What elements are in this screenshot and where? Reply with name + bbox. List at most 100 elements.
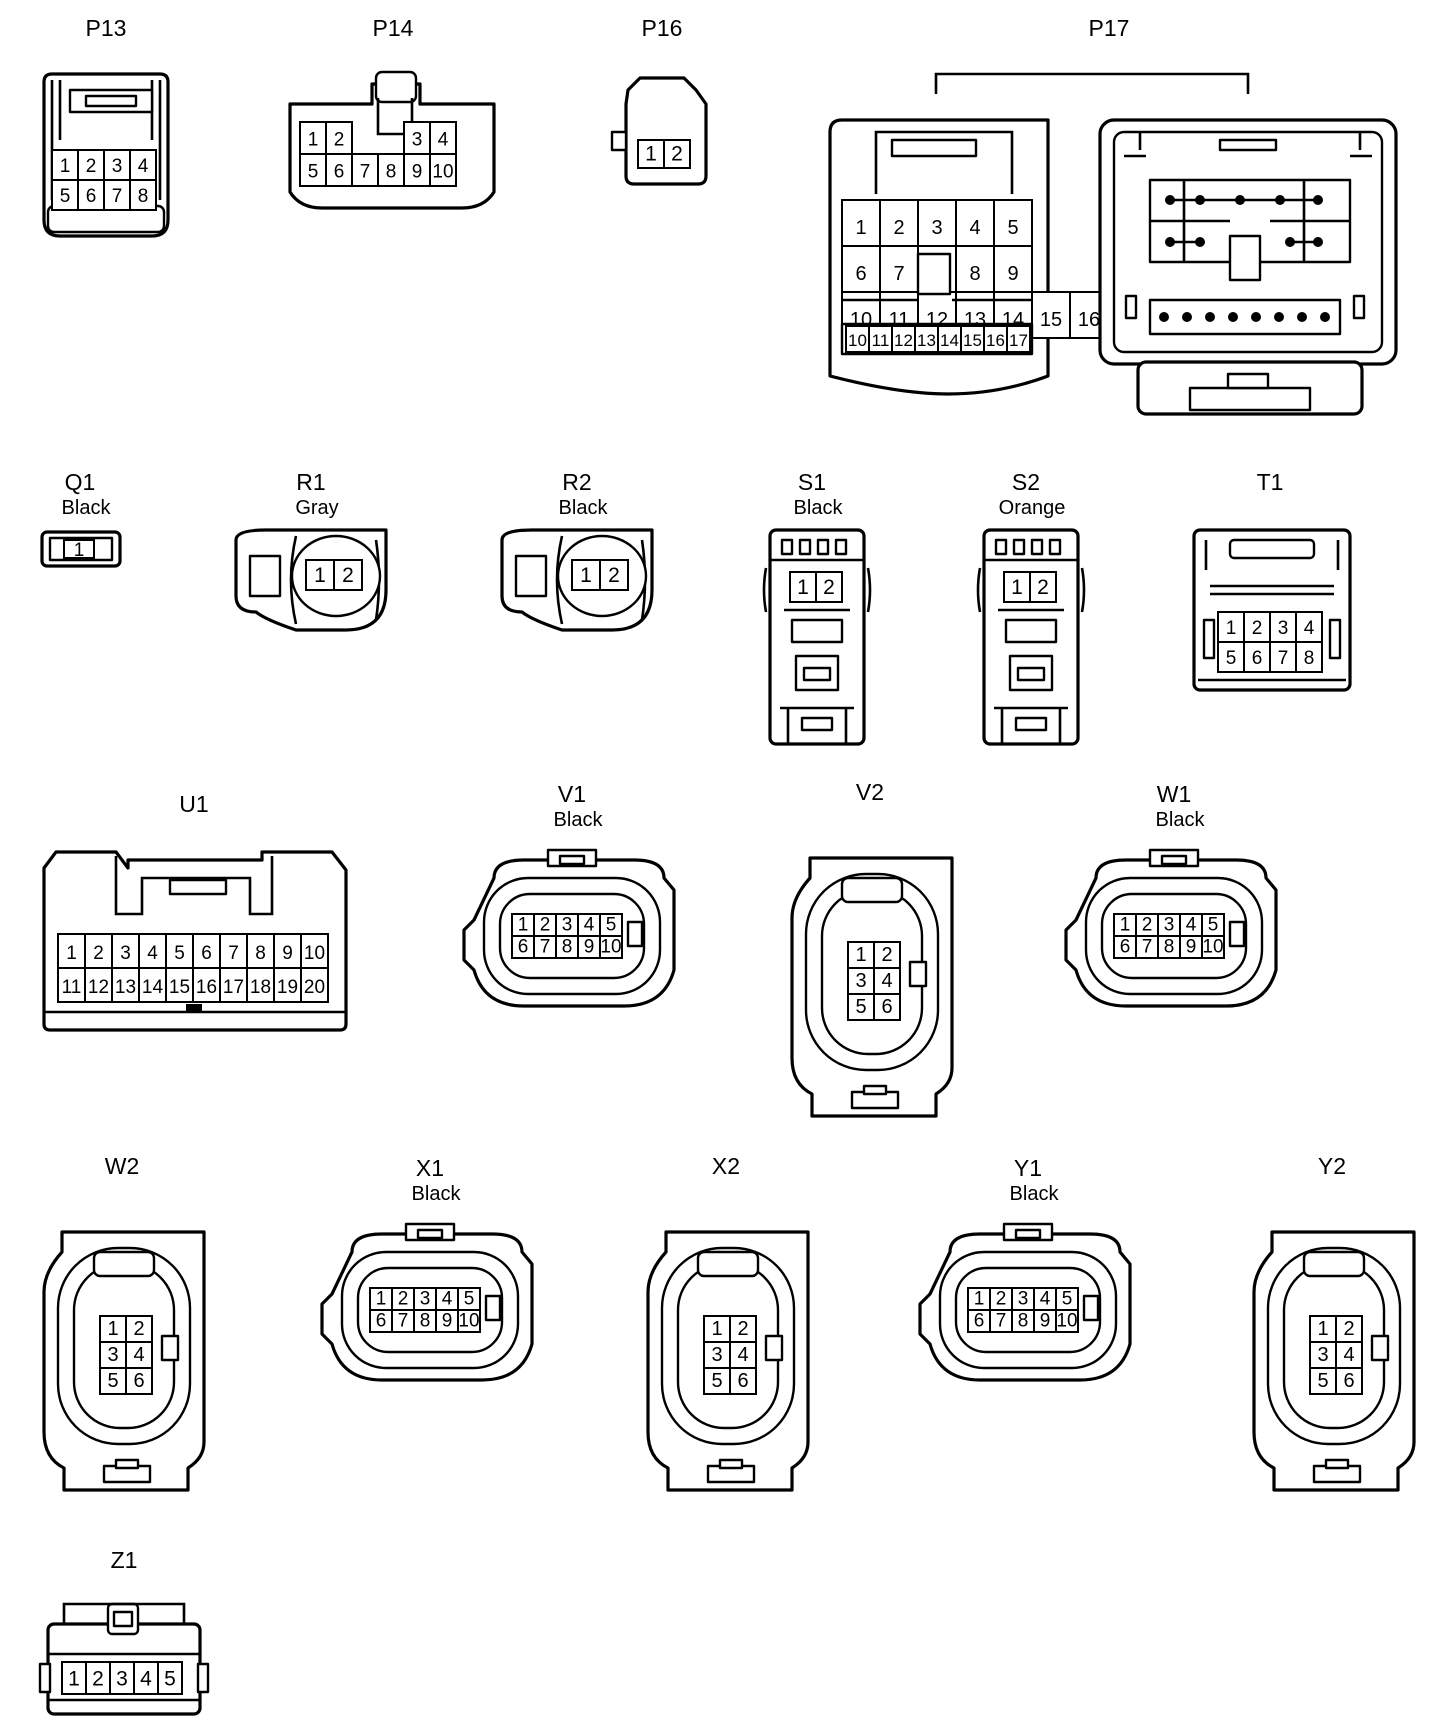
pin-number: 10	[1056, 1310, 1077, 1331]
pin-number: 5	[1007, 217, 1018, 239]
pin-number: 1	[580, 564, 592, 587]
connector-outline	[626, 920, 644, 948]
pin-cell	[103, 179, 131, 211]
pin-cell	[192, 933, 221, 969]
pin-number: 10	[432, 162, 453, 183]
connector-name: V2	[856, 779, 884, 805]
pin-number: 1	[66, 943, 77, 964]
pin-number: 3	[1278, 618, 1289, 639]
pin-cell	[917, 199, 957, 247]
connector-name: R2	[562, 469, 591, 495]
pin-cell	[847, 993, 875, 1021]
pin-number: 16	[1078, 309, 1100, 331]
connector-name: U1	[179, 791, 208, 817]
connector-name: P14	[373, 15, 414, 41]
pin-number: 3	[711, 1344, 722, 1366]
pin-number: 13	[115, 977, 136, 998]
pin-number: 6	[86, 186, 97, 207]
pin-number: 3	[420, 1288, 431, 1309]
pin-number: 2	[1252, 618, 1263, 639]
pin-number: 5	[464, 1288, 475, 1309]
connector-outline	[1030, 538, 1044, 556]
pin-cell	[1309, 1341, 1337, 1369]
pin-number: 16	[196, 977, 217, 998]
pin-number: 7	[112, 186, 123, 207]
pin-cell	[325, 153, 353, 187]
pin-cell	[61, 1661, 87, 1695]
connector-outline	[1160, 854, 1188, 866]
pin-number: 7	[1142, 936, 1153, 957]
pin-cell	[873, 993, 901, 1021]
pin-cell	[1031, 291, 1071, 339]
connector-outline	[1218, 138, 1278, 152]
pin-number: 15	[963, 331, 982, 350]
connector-name: W2	[105, 1153, 140, 1179]
pin-number: 6	[1120, 936, 1131, 957]
pin-number: 4	[881, 970, 892, 992]
pin-number: 4	[1304, 618, 1315, 639]
connector-name: S2	[1012, 469, 1040, 495]
pin-number: 9	[1186, 936, 1197, 957]
connector-name: Q1	[65, 469, 96, 495]
connector-outline	[610, 130, 628, 152]
connector-outline	[934, 72, 1250, 94]
pin-number: 4	[737, 1344, 748, 1366]
pin-number: 1	[855, 217, 866, 239]
connector-name: P17	[1089, 15, 1130, 41]
pin-cell	[325, 121, 353, 155]
pin-number: 5	[174, 943, 185, 964]
connector-name: Y1	[1014, 1155, 1042, 1181]
terminal-dot	[1228, 312, 1238, 322]
connector-outline	[62, 1602, 186, 1624]
pin-cell	[1006, 325, 1031, 353]
pin-number: 6	[133, 1370, 144, 1392]
connector-outline	[1138, 132, 1362, 150]
pin-cell	[219, 933, 248, 969]
pin-number: 4	[442, 1288, 453, 1309]
pin-number: 5	[308, 162, 319, 183]
pin-cell	[1295, 641, 1323, 673]
pin-number: 3	[412, 130, 423, 151]
pin-number: 10	[304, 943, 325, 964]
connector-name: P16	[642, 15, 683, 41]
pin-number: 12	[88, 977, 109, 998]
pin-number: 16	[986, 331, 1005, 350]
pin-cell	[300, 967, 329, 1003]
connector-outline	[1370, 1334, 1390, 1362]
connector-outline	[1302, 1250, 1366, 1278]
pin-cell	[57, 933, 86, 969]
connector-color: Black	[794, 497, 844, 519]
pin-number: 4	[140, 1668, 152, 1691]
connector-outline	[862, 1084, 888, 1096]
pin-cell	[51, 179, 79, 211]
pin-number: 6	[974, 1310, 985, 1331]
pin-number: 9	[442, 1310, 453, 1331]
pin-number: 6	[1252, 648, 1263, 669]
pin-number: 8	[562, 936, 573, 957]
pin-number: 11	[872, 331, 890, 350]
pin-number: 4	[969, 217, 980, 239]
connector-color: Black	[412, 1183, 462, 1205]
pin-number: 1	[107, 1318, 118, 1340]
connector-name: Z1	[111, 1547, 138, 1573]
pin-cell	[1335, 1315, 1363, 1343]
connector-color: Black	[554, 809, 604, 831]
pin-number: 9	[282, 943, 293, 964]
connector-outline	[1328, 618, 1342, 660]
pin-number: 6	[1343, 1370, 1354, 1392]
pin-number: 8	[969, 263, 980, 285]
connector-outline	[248, 554, 282, 598]
pin-number: 7	[360, 162, 371, 183]
pin-cell	[109, 1661, 135, 1695]
connector-outline	[790, 618, 844, 644]
connector-color: Black	[1010, 1183, 1060, 1205]
pin-number: 17	[223, 977, 244, 998]
connector-outline	[780, 706, 854, 744]
connector-outline	[1004, 618, 1058, 644]
connector-outline	[976, 567, 1086, 613]
pin-cell	[873, 941, 901, 969]
connector-outline	[168, 878, 228, 896]
